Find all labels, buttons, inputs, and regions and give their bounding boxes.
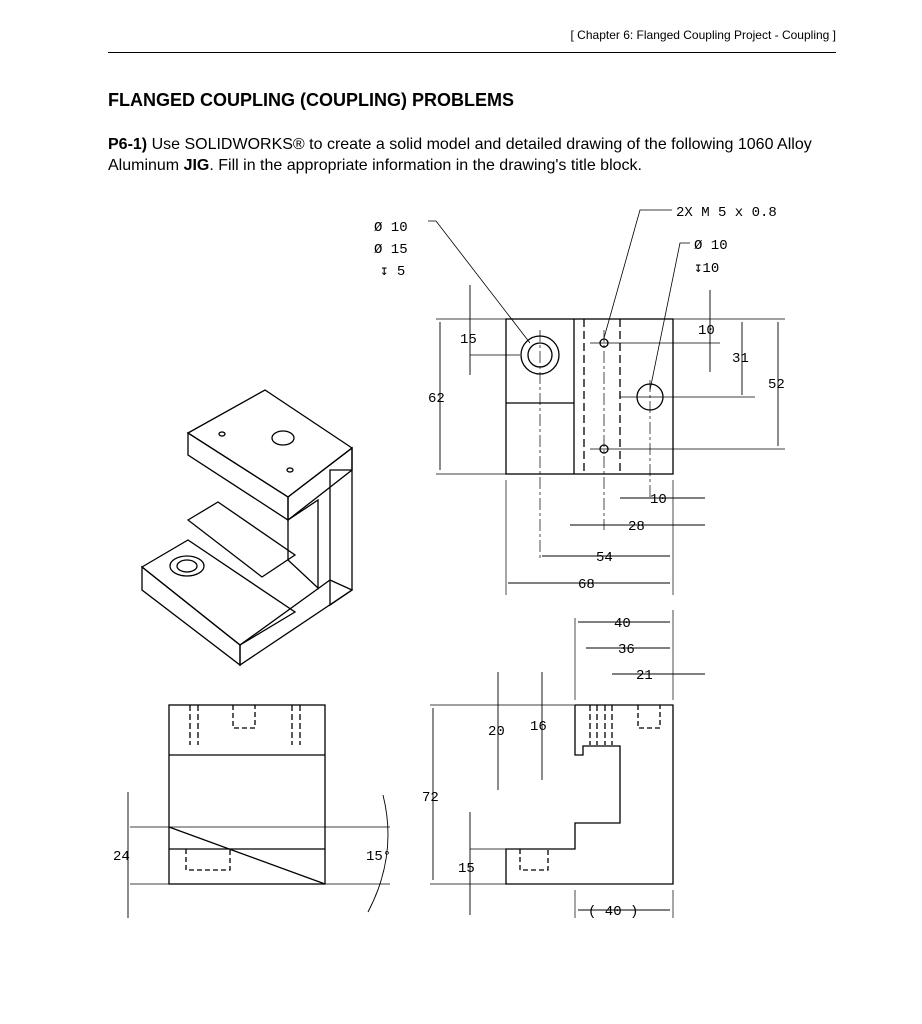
dim-24: 24 — [113, 849, 130, 865]
dim-20: 20 — [488, 724, 505, 740]
tap-depth: ↧10 — [694, 261, 719, 277]
part-name: JIG — [183, 157, 210, 174]
section-title: FLANGED COUPLING (COUPLING) PROBLEMS — [108, 90, 514, 110]
dim-28: 28 — [628, 519, 645, 535]
dim-15-bottom: 15 — [458, 861, 475, 877]
dim-62: 62 — [428, 391, 445, 407]
dim-10-top: 10 — [698, 323, 715, 339]
dim-54: 54 — [596, 550, 613, 566]
tap-dia: Ø 10 — [694, 238, 728, 254]
dim-36: 36 — [618, 642, 635, 658]
dim-31: 31 — [732, 351, 749, 367]
cbore-depth: ↧ 5 — [380, 264, 405, 280]
dim-40-ref: ( 40 ) — [588, 904, 638, 920]
chapter-header: [ Chapter 6: Flanged Coupling Project - … — [570, 28, 836, 42]
dim-52: 52 — [768, 377, 785, 393]
dim-68: 68 — [578, 577, 595, 593]
top-view — [428, 209, 785, 595]
dim-15-top: 15 — [460, 332, 477, 348]
header-rule — [108, 52, 836, 53]
dim-40: 40 — [614, 616, 631, 632]
problem-text-a: Use SOLIDWORKS® to create a solid model … — [108, 136, 812, 174]
dim-16: 16 — [530, 719, 547, 735]
problem-id: P6-1) — [108, 136, 148, 153]
dim-10-horiz: 10 — [650, 492, 667, 508]
front-view — [127, 704, 390, 918]
dim-72: 72 — [422, 790, 439, 806]
dim-21: 21 — [636, 668, 653, 684]
problem-text: P6-1) Use SOLIDWORKS® to create a solid … — [108, 134, 848, 176]
problem-text-b: . Fill in the appropriate information in… — [209, 157, 642, 174]
cbore-dia: Ø 10 — [374, 220, 408, 236]
tap-thread: 2X M 5 x 0.8 — [676, 205, 777, 221]
dim-angle-15: 15° — [366, 849, 391, 865]
side-view-right — [430, 610, 705, 918]
cbore-size: Ø 15 — [374, 242, 408, 258]
isometric-view — [140, 389, 354, 667]
